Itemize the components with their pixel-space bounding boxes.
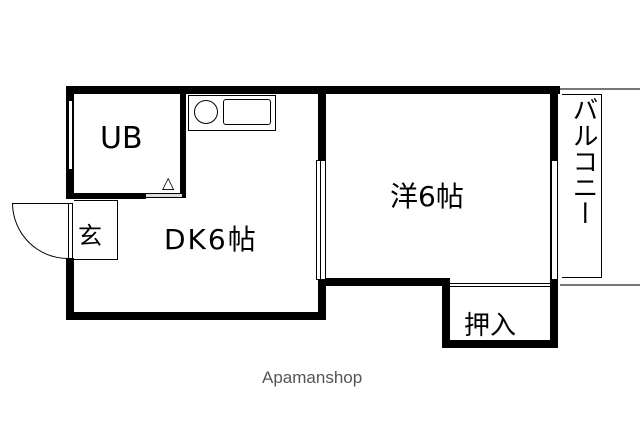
wall-ub-bottom [66, 193, 146, 199]
wall-bottom-dk [66, 312, 326, 320]
wall-western-bottom [318, 278, 448, 286]
window-western-left[interactable] [320, 160, 326, 280]
window-ub-left[interactable] [68, 100, 73, 170]
entrance-door-swing[interactable] [12, 203, 68, 259]
room-label-balcony: バルコニー [568, 96, 598, 226]
wall-ub-right [180, 86, 186, 198]
kitchen-counter [188, 95, 276, 131]
ub-door-sill [145, 193, 183, 198]
closet-top-line [448, 283, 552, 287]
room-label-closet: 押入 [464, 311, 517, 341]
room-label-unit-bath: UB [100, 121, 143, 156]
entrance-area [74, 200, 118, 260]
wall-closet-left [442, 278, 450, 348]
sink-icon [223, 99, 271, 125]
entrance-door-jamb [68, 203, 73, 259]
watermark-text: Apamanshop [262, 368, 363, 387]
ub-door-triangle-icon: △ [162, 173, 175, 192]
wall-closet-bottom [442, 340, 558, 348]
balcony-rail [562, 94, 602, 278]
room-label-dining-kitchen: DK6帖 [164, 223, 258, 256]
wall-left-lower [66, 258, 74, 320]
wall-top [66, 86, 560, 94]
window-western-right[interactable] [551, 160, 558, 280]
room-label-entrance: 玄 [78, 222, 102, 250]
balcony [560, 88, 640, 286]
room-label-western-room: 洋6帖 [390, 180, 464, 213]
stove-burner-icon [194, 100, 218, 124]
